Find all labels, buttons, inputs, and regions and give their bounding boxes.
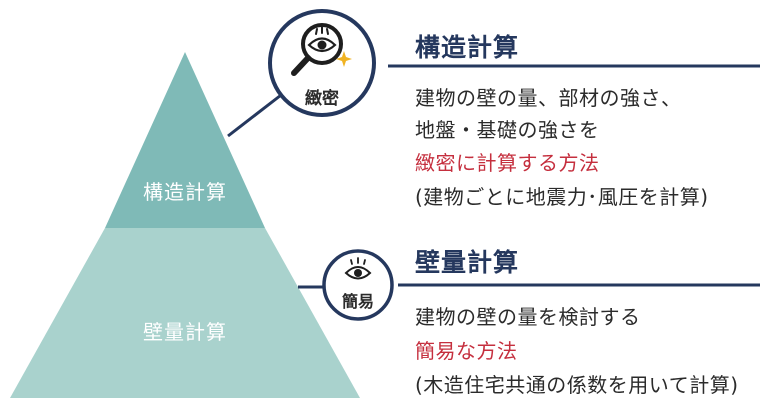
wall-badge-label: 簡易: [341, 292, 375, 311]
wall-heading: 壁量計算: [415, 248, 520, 277]
pyramid-bottom-label: 壁量計算: [143, 320, 227, 344]
connector-structural: [227, 90, 286, 138]
pyramid-bottom-tier: [10, 228, 360, 398]
structural-heading: 構造計算: [415, 33, 520, 62]
structural-line-2: 地盤・基礎の強さを: [415, 118, 600, 142]
wall-line-1: 建物の壁の量を検討する: [415, 305, 641, 329]
structural-badge-label: 緻密: [305, 89, 339, 109]
structural-line-3-highlight: 緻密に計算する方法: [415, 151, 600, 175]
wall-badge-circle: [322, 249, 394, 321]
sparkle-icon: [336, 51, 352, 67]
structural-line-1: 建物の壁の量、部材の強さ、: [415, 86, 682, 110]
pyramid-top-label: 構造計算: [143, 180, 227, 204]
magnifier-eye-icon: [291, 23, 352, 76]
wall-line-2-highlight: 簡易な方法: [415, 339, 518, 363]
eye-icon: [344, 257, 372, 280]
structural-line-4: (建物ごとに地震力･風圧を計算): [415, 185, 709, 209]
wall-line-3: (木造住宅共通の係数を用いて計算): [415, 373, 739, 397]
pyramid-top-tier: [105, 52, 265, 228]
